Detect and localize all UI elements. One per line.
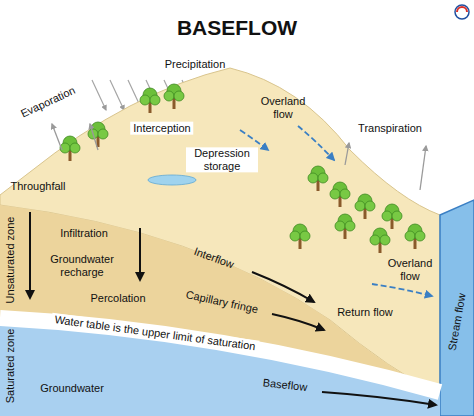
process-label: Evaporation: [19, 84, 78, 120]
process-label: Baseflow: [262, 376, 308, 393]
process-label: Transpiration: [358, 122, 422, 135]
process-label: Interception: [130, 122, 193, 135]
stream-channel: [440, 200, 474, 416]
water-table-band: [0, 318, 440, 392]
trees: [60, 84, 425, 253]
vapour-arrows: [52, 124, 426, 190]
process-label: Overland flow: [384, 257, 436, 282]
saturated-zone: [0, 318, 440, 416]
unsaturated-zone: [0, 205, 440, 416]
process-label: Stream flow: [446, 292, 469, 351]
zone-label: Groundwater: [40, 382, 104, 395]
process-label: Precipitation: [165, 58, 226, 71]
logo: [455, 5, 469, 19]
process-label: Capillary fringe: [185, 288, 259, 316]
process-label: Return flow: [337, 306, 393, 319]
process-label: Groundwater recharge: [43, 253, 121, 278]
process-label: Interflow: [192, 245, 235, 271]
process-label: Throughfall: [10, 180, 65, 193]
zone-label: Saturated zone: [4, 329, 17, 404]
pond: [148, 175, 196, 185]
process-label: Infiltration: [60, 227, 108, 240]
diagram-title: BASEFLOW: [177, 16, 297, 40]
water-table-label: Water table is the upper limit of satura…: [51, 313, 259, 353]
process-label: Percolation: [90, 292, 145, 305]
subsurface-arrows: [30, 212, 436, 405]
zone-label: Unsaturated zone: [4, 217, 17, 304]
process-label: Overland flow: [257, 95, 309, 120]
process-label: Depression storage: [186, 147, 258, 172]
